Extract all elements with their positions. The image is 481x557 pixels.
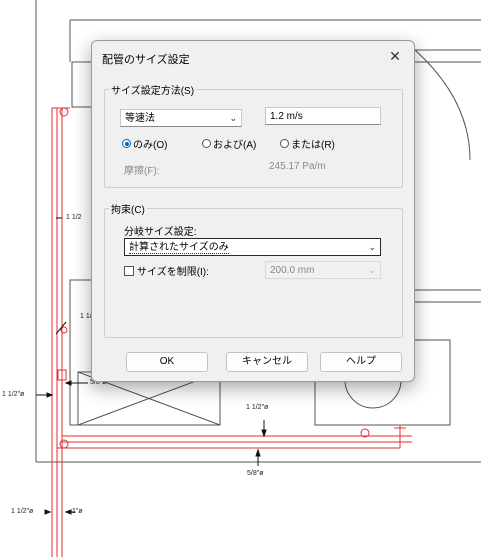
friction-label: 摩擦(F): xyxy=(124,166,160,177)
chevron-down-icon: ⌄ xyxy=(368,265,376,275)
radio-only-label: のみ(O) xyxy=(133,140,168,151)
dimension-label: 1 1/2 xyxy=(66,214,82,221)
constraints-legend: 拘束(C) xyxy=(111,205,145,216)
limit-size-select: 200.0 mm ⌄ xyxy=(265,261,381,279)
dialog-title: 配管のサイズ設定 xyxy=(102,54,190,66)
limit-size-checkbox[interactable]: サイズを制限(I): xyxy=(124,263,209,278)
limit-size-label: サイズを制限(I): xyxy=(137,267,209,278)
dimension-label: 5/8"ø xyxy=(247,470,264,477)
dimension-label: 1"ø xyxy=(72,508,83,515)
radio-or-label: または(R) xyxy=(291,140,335,151)
dimension-label: 1 1/2"ø xyxy=(2,391,25,398)
limit-size-value: 200.0 mm xyxy=(270,265,315,276)
radio-empty-icon xyxy=(280,139,289,148)
branch-sizing-select[interactable]: 計算されたサイズのみ ⌄ xyxy=(124,238,381,256)
help-button[interactable]: ヘルプ xyxy=(320,352,402,372)
branch-sizing-value: 計算されたサイズのみ xyxy=(129,242,229,254)
dimension-label: 5/8"ø xyxy=(90,379,107,386)
chevron-down-icon: ⌄ xyxy=(368,242,376,252)
sizing-method-select[interactable]: 等速法 ⌄ xyxy=(120,109,242,127)
chevron-down-icon: ⌄ xyxy=(229,113,237,123)
sizing-method-value: 等速法 xyxy=(125,113,155,124)
velocity-input[interactable]: 1.2 m/s xyxy=(265,107,381,125)
sizing-method-legend: サイズ設定方法(S) xyxy=(111,86,195,97)
dimension-label: 1 1/2"ø xyxy=(11,508,34,515)
radio-or[interactable]: または(R) xyxy=(280,136,335,151)
cancel-button[interactable]: キャンセル xyxy=(226,352,308,372)
radio-and-label: および(A) xyxy=(213,140,257,151)
dimension-label: 1 1/2"ø xyxy=(246,404,269,411)
branch-sizing-label: 分岐サイズ設定: xyxy=(124,227,197,238)
ok-button[interactable]: OK xyxy=(126,352,208,372)
pipe-sizing-dialog: 配管のサイズ設定 ✕ サイズ設定方法(S) 等速法 ⌄ 1.2 m/s のみ(O… xyxy=(91,40,415,382)
radio-only[interactable]: のみ(O) xyxy=(122,136,167,151)
checkbox-icon xyxy=(124,265,134,276)
sizing-method-group: サイズ設定方法(S) xyxy=(104,82,403,188)
radio-and[interactable]: および(A) xyxy=(202,136,256,151)
radio-empty-icon xyxy=(202,139,211,148)
friction-input: 245.17 Pa/m xyxy=(265,158,381,176)
close-icon[interactable]: ✕ xyxy=(389,48,401,64)
constraints-group: 拘束(C) xyxy=(104,201,403,338)
radio-selected-icon xyxy=(122,139,131,148)
